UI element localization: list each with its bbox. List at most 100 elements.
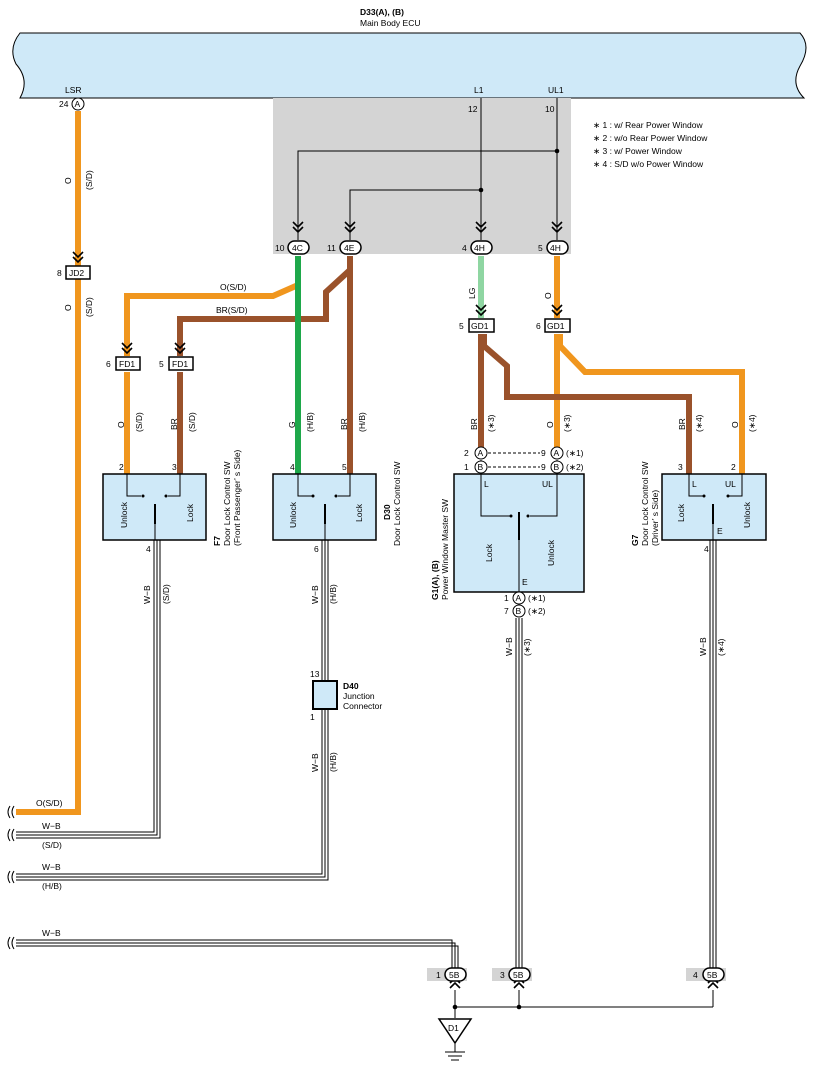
junction-dot xyxy=(516,1004,522,1010)
connector-label: 5B xyxy=(707,970,718,980)
pin-num: 4 xyxy=(693,970,698,980)
junction-dot xyxy=(554,148,560,154)
wire-label: (∗3) xyxy=(522,638,532,656)
connector-4H-ul1 xyxy=(546,240,569,255)
connector-label: GD1 xyxy=(547,321,565,331)
wire-label: BR(S/D) xyxy=(216,305,248,315)
switch-f7: 2 3 4 Unlock Lock F7 Door Lock Control S… xyxy=(102,449,242,554)
note-ref: (∗2) xyxy=(528,606,546,616)
note-1: ∗ 1 : w/ Rear Power Window xyxy=(593,120,703,130)
pin-num: 8 xyxy=(57,268,62,278)
connector-A-g1-ul xyxy=(550,446,564,460)
internal-lines xyxy=(297,98,558,240)
pin-num: 3 xyxy=(678,462,683,472)
pin-num-12: 12 xyxy=(468,104,478,114)
connector-label: FD1 xyxy=(172,359,188,369)
chevron-icon xyxy=(344,221,356,234)
wire-label: O xyxy=(543,292,553,299)
connector-label: 4H xyxy=(550,243,561,253)
switch-label: Lock xyxy=(354,503,364,522)
connector-A-g1 xyxy=(474,446,488,460)
pin-num-10: 10 xyxy=(545,104,555,114)
wire-label: W−B xyxy=(310,585,320,604)
switch-name: Door Lock Control SW xyxy=(222,461,232,546)
connector-5B xyxy=(702,967,725,982)
chevron-icon xyxy=(121,342,133,355)
note-ref: (∗1) xyxy=(528,593,546,603)
wire-label: BR xyxy=(469,418,479,430)
wire-label: (S/D) xyxy=(84,297,94,317)
pin-num: 9 xyxy=(541,448,546,458)
pin-num: 10 xyxy=(275,243,285,253)
pin-num: 7 xyxy=(504,606,509,616)
connector-B-g1 xyxy=(474,460,488,474)
wire-label: (H/B) xyxy=(328,752,338,772)
connector-GD1-lg xyxy=(468,318,495,333)
pin-num: 6 xyxy=(536,321,541,331)
connector-B-g1-ul xyxy=(550,460,564,474)
wire-label: (∗4) xyxy=(747,414,757,432)
switch-label: Lock xyxy=(484,543,494,562)
junction-dot xyxy=(452,1004,458,1010)
note-2: ∗ 2 : w/o Rear Power Window xyxy=(593,133,708,143)
wire-label: O xyxy=(545,421,555,428)
pin-num: 6 xyxy=(314,544,319,554)
wire-label: BR xyxy=(169,418,179,430)
connector-label: B xyxy=(554,462,560,472)
connector-A-ecu xyxy=(71,97,85,111)
connector-A-g1-e xyxy=(512,591,526,605)
wire-label: O xyxy=(63,177,73,184)
wire-label: (S/D) xyxy=(187,412,197,432)
switch-label: E xyxy=(522,577,528,587)
wire-label: (S/D) xyxy=(84,170,94,190)
switch-code: D30 xyxy=(382,504,392,520)
wire-label: (H/B) xyxy=(328,584,338,604)
wire-label: W−B xyxy=(42,928,61,938)
switch-d30: 4 5 6 Unlock Lock D30 Door Lock Control … xyxy=(272,461,402,554)
switch-name: Power Window Master SW xyxy=(440,499,450,600)
connector-4E xyxy=(339,240,362,255)
ecu-body xyxy=(12,32,807,99)
pin-num: 2 xyxy=(731,462,736,472)
wire-label: (H/B) xyxy=(357,412,367,432)
note-4: ∗ 4 : S/D w/o Power Window xyxy=(593,159,704,169)
pin-num: 24 xyxy=(59,99,69,109)
ecu-internal-box xyxy=(273,98,571,254)
wire-label: (S/D) xyxy=(161,584,171,604)
connector-label: GD1 xyxy=(471,321,489,331)
pin-num: 5 xyxy=(538,243,543,253)
chevron-icon xyxy=(551,221,563,234)
connector-B-g1-e xyxy=(512,604,526,618)
switch-label: L xyxy=(484,479,489,489)
pin-num: 5 xyxy=(342,462,347,472)
pin-num: 2 xyxy=(464,448,469,458)
connector-label: JD2 xyxy=(69,268,84,278)
notes-legend: ∗ 1 : w/ Rear Power Window ∗ 2 : w/o Rea… xyxy=(593,120,708,169)
wire-label: O xyxy=(730,421,740,428)
pin-num: 13 xyxy=(310,669,320,679)
pin-num: 3 xyxy=(500,970,505,980)
pin-num: 1 xyxy=(504,593,509,603)
switch-code: F7 xyxy=(212,536,222,546)
switch-label: Unlock xyxy=(742,501,752,528)
wire-label: W−B xyxy=(310,753,320,772)
connector-label: A xyxy=(478,448,484,458)
wire-label: O xyxy=(63,304,73,311)
switch-label: UL xyxy=(725,479,736,489)
pin-num: 6 xyxy=(106,359,111,369)
switch-label: Unlock xyxy=(546,539,556,566)
connector-label: 4C xyxy=(292,243,303,253)
connector-label: A xyxy=(554,448,560,458)
wire-label: LG xyxy=(467,288,477,299)
note-ref: (∗2) xyxy=(566,462,584,472)
connector-label: B xyxy=(478,462,484,472)
connector-5B xyxy=(508,967,531,982)
wire-label: BR xyxy=(677,418,687,430)
switch-label: L xyxy=(692,479,697,489)
switch-label: Lock xyxy=(676,503,686,522)
connector-FD1-o xyxy=(115,356,141,371)
wb-wires xyxy=(16,540,717,968)
wire-labels: O (S/D) O (S/D) O (S/D) BR(S/D) O (S/D) B… xyxy=(36,170,757,938)
ecu-pin-ul1: UL1 xyxy=(548,85,564,95)
wire-label: BR xyxy=(339,418,349,430)
